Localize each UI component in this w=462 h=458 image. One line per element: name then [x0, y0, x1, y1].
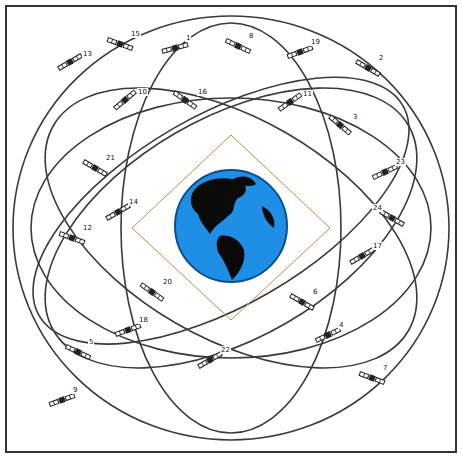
- satellite: [328, 114, 352, 135]
- continents: [191, 177, 274, 280]
- frame: [6, 6, 456, 452]
- guide-lines: [132, 135, 330, 320]
- satellite: [162, 42, 189, 55]
- satellite-number: 11: [302, 90, 313, 98]
- satellite-number: 13: [82, 50, 93, 58]
- satellite: [379, 209, 405, 227]
- satellite: [289, 293, 315, 311]
- satellite-number: 24: [372, 204, 383, 212]
- satellite-number: 20: [162, 278, 173, 286]
- satellite: [278, 92, 303, 112]
- satellite: [105, 203, 131, 221]
- satellite: [49, 393, 75, 408]
- satellite: [197, 351, 223, 369]
- satellite: [225, 38, 251, 54]
- satellite-number: 16: [197, 88, 208, 96]
- satellite: [315, 327, 341, 343]
- satellite-number: 9: [72, 386, 78, 394]
- satellite: [65, 344, 91, 360]
- satellite-number: 12: [82, 224, 93, 232]
- satellite-number: 10: [137, 88, 148, 96]
- satellite-number: 3: [352, 113, 358, 121]
- satellite: [57, 53, 83, 71]
- satellite: [355, 59, 381, 77]
- satellite: [140, 282, 165, 302]
- satellite-number: 18: [138, 316, 149, 324]
- satellite-number: 22: [220, 346, 231, 354]
- satellite: [173, 90, 198, 110]
- satellite: [115, 323, 141, 338]
- satellite: [82, 159, 108, 177]
- satellite-number: 23: [395, 158, 406, 166]
- satellite-number: 17: [372, 242, 383, 250]
- satellite: [349, 247, 375, 265]
- satellite-number: 7: [382, 364, 388, 372]
- orbits: [0, 16, 462, 440]
- satellite-number: 5: [88, 338, 94, 346]
- satellite-number: 1: [185, 34, 191, 42]
- earth: [175, 170, 287, 282]
- satellite: [372, 164, 398, 180]
- satellite-number: 15: [130, 30, 141, 38]
- satellite-number: 8: [248, 32, 254, 40]
- satellite: [359, 371, 385, 386]
- satellite: [59, 231, 85, 246]
- satellite-number: 6: [312, 288, 318, 296]
- satellite-number: 4: [338, 321, 344, 329]
- satellite: [107, 37, 133, 52]
- satellite-number: 14: [128, 198, 139, 206]
- satellite-number: 2: [378, 54, 384, 62]
- satellite: [287, 45, 313, 60]
- satellite-number: 21: [105, 154, 116, 162]
- satellite: [113, 89, 137, 110]
- satellite-number: 19: [310, 38, 321, 46]
